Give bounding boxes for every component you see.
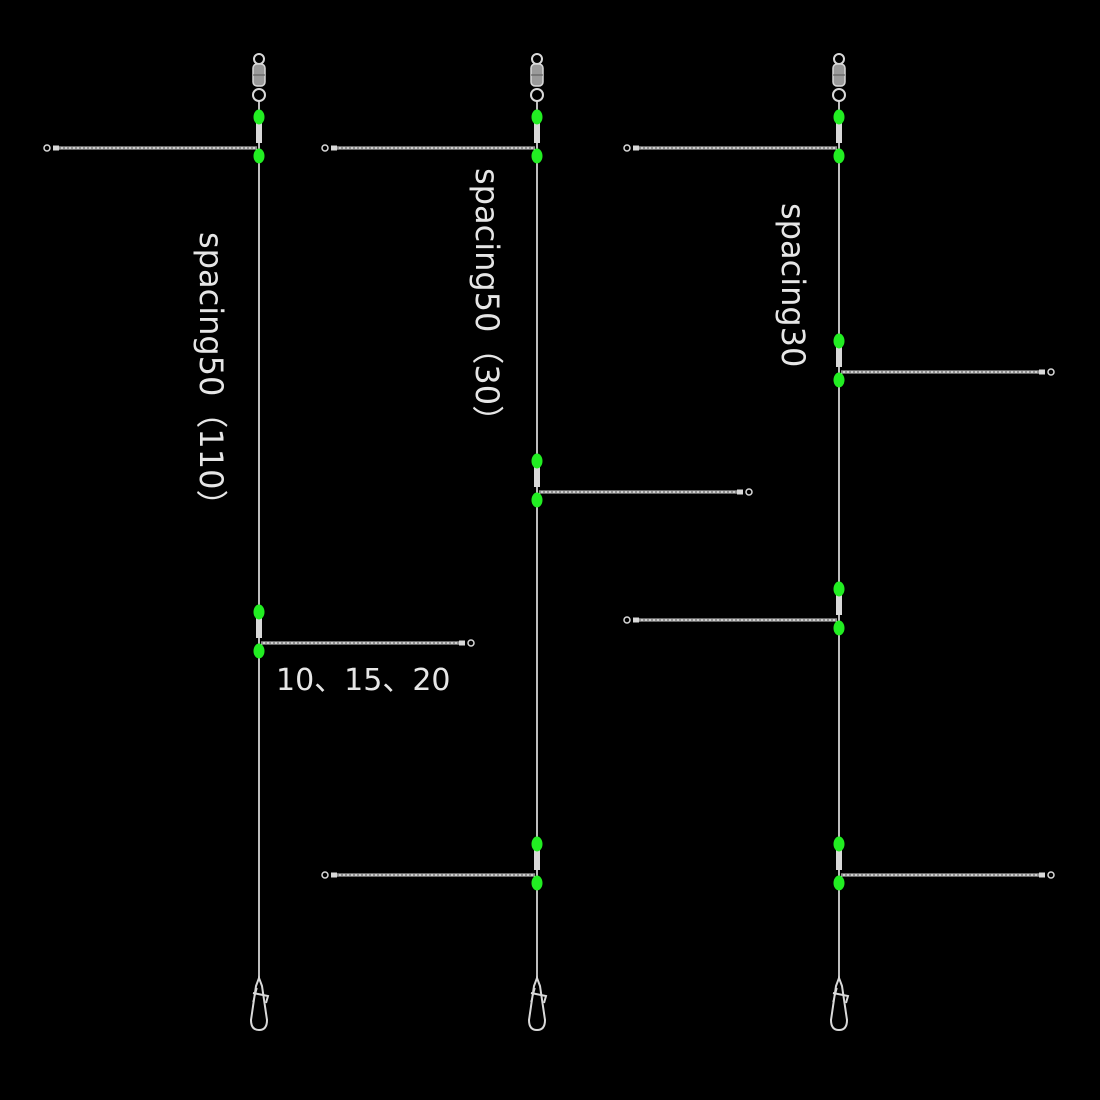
bead-icon xyxy=(833,836,845,852)
bead-icon xyxy=(253,109,265,125)
snap-icon xyxy=(829,975,850,1032)
bead-icon xyxy=(833,333,845,349)
bead-icon xyxy=(833,372,845,388)
rig-middle xyxy=(321,53,753,1032)
bead-icon xyxy=(833,581,845,597)
bead-icon xyxy=(833,620,845,636)
bead-icon xyxy=(531,453,543,469)
branch-arm xyxy=(531,453,753,508)
spacing-label-rig-left: spacing50（110） xyxy=(192,232,230,522)
bead-icon xyxy=(833,148,845,164)
branch-arm xyxy=(833,333,1055,388)
bead-icon xyxy=(531,148,543,164)
branch-arm xyxy=(321,836,543,891)
bead-icon xyxy=(253,148,265,164)
bead-icon xyxy=(531,109,543,125)
swivel-icon xyxy=(252,53,266,102)
branch-arm xyxy=(321,109,543,164)
bead-icon xyxy=(253,604,265,620)
bead-icon xyxy=(531,492,543,508)
branch-arm xyxy=(253,604,475,659)
branch-arm xyxy=(833,836,1055,891)
rig-left xyxy=(43,53,475,1032)
branch-arm xyxy=(623,581,845,636)
bead-icon xyxy=(531,875,543,891)
snap-icon xyxy=(249,975,270,1032)
arm-length-label: 10、15、20 xyxy=(276,663,451,698)
spacing-label-rig-middle: spacing50（30） xyxy=(468,168,506,438)
snap-icon xyxy=(527,975,548,1032)
spacing-label-rig-right: spacing30 xyxy=(774,203,812,368)
swivel-icon xyxy=(530,53,544,102)
bead-icon xyxy=(531,836,543,852)
bead-icon xyxy=(833,875,845,891)
bead-icon xyxy=(833,109,845,125)
bead-icon xyxy=(253,643,265,659)
branch-arm xyxy=(623,109,845,164)
rig-right xyxy=(623,53,1055,1032)
branch-arm xyxy=(43,109,265,164)
swivel-icon xyxy=(832,53,846,102)
